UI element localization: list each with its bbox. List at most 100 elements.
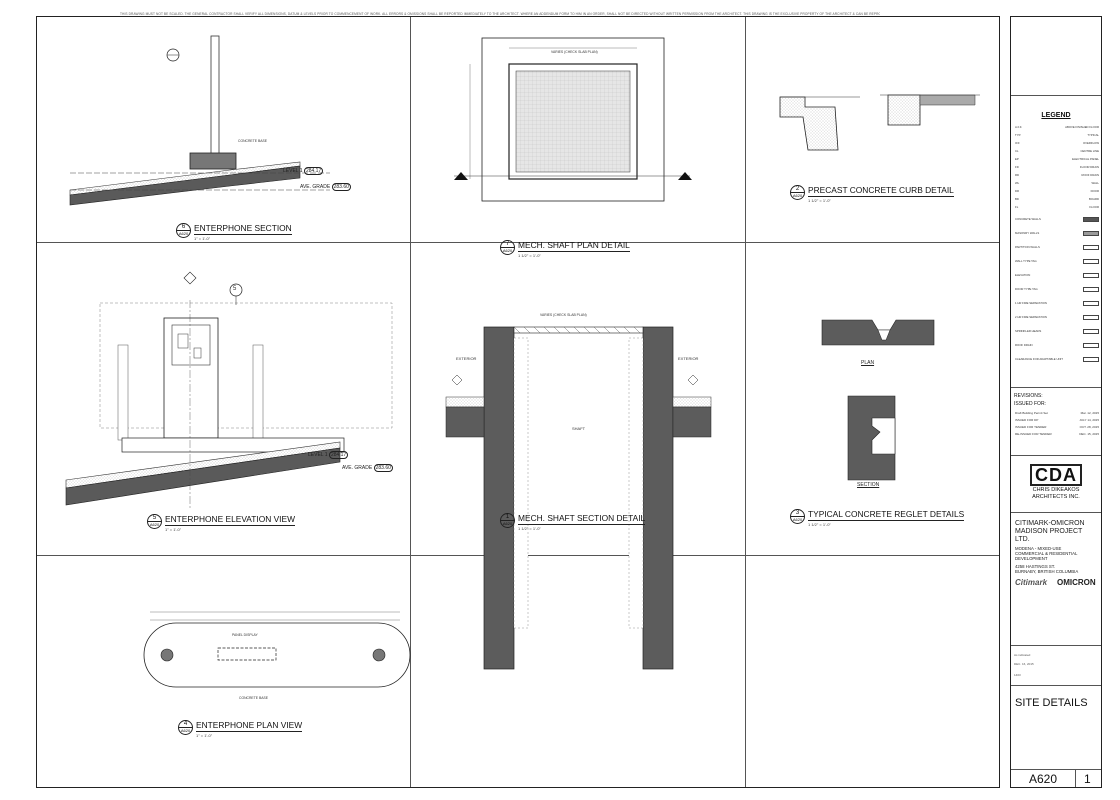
grid-divider (410, 17, 411, 787)
firm-logo: CDA (1011, 464, 1101, 486)
legend-meaning: ELECTRICAL PANEL (1072, 157, 1099, 161)
job-number: 1403 (1014, 673, 1021, 677)
legend-symbol-label: ROOF DRAIN (1015, 343, 1033, 347)
enterphone-plan-drawing (143, 611, 411, 688)
legend-swatch (1083, 315, 1099, 320)
legend-swatch (1083, 217, 1099, 222)
reglet-details-drawing (821, 319, 935, 481)
varies-label: VARIES (CHECK SLAB PLAN) (540, 313, 587, 317)
legend-swatch (1083, 231, 1099, 236)
legend-symbol-label: PARTITION WALLS (1015, 245, 1040, 249)
project-address-1: 4258 HASTINGS ST. (1015, 564, 1056, 569)
revision-number: 1 (1084, 772, 1091, 786)
varies-label: VARIES (CHECK SLAB PLAN) (551, 50, 598, 54)
legend-symbol-row: ELEVATION (1015, 273, 1099, 278)
legend-meaning: ABOVE FINISHED FLOOR (1065, 125, 1099, 129)
level-1-label: LEVEL 1 284.17 (283, 167, 324, 175)
drawings-canvas (65, 35, 980, 688)
level-1-label: LEVEL 1 284.17 (308, 451, 349, 459)
legend-meaning: FLOOR (1089, 205, 1099, 209)
legend-meaning: CENTRE LINE (1080, 149, 1100, 153)
ave-grade-label: AVE. GRADE 283.60 (300, 183, 351, 191)
sheet-number: A620 (1029, 772, 1058, 786)
exterior-left-label: EXTERIOR (456, 356, 477, 361)
legend-symbol-label: MASONRY WALLS (1015, 231, 1040, 235)
general-notes: THIS DRAWING MUST NOT BE SCALED. THE GEN… (120, 12, 880, 16)
tb-divider (1011, 645, 1101, 646)
enterphone-elevation-drawing (65, 271, 393, 510)
legend-symbol-row: 1 HR FIRE SEPARATION (1015, 301, 1099, 306)
grid-divider (745, 17, 746, 787)
concrete-base-label: CONCRETE BASE (239, 696, 269, 700)
project-name-2: MADISON PROJECT (1015, 528, 1083, 535)
revision-date: DEC. 15, 2015 (1079, 432, 1099, 436)
legend-abbrev: FD (1015, 165, 1019, 169)
legend-abbrev: BD (1015, 197, 1019, 201)
tb-divider (1075, 769, 1076, 787)
legend-abbrev: RD (1015, 173, 1020, 177)
project-desc-2: COMMERCIAL & RESIDENTIAL (1015, 551, 1078, 556)
firm-name-2: ARCHITECTS INC. (1032, 494, 1080, 500)
legend-symbol-row: ROOF DRAIN (1015, 343, 1099, 348)
revision-date: Mar. 12, 2015 (1080, 411, 1099, 415)
tb-divider (1011, 512, 1101, 513)
revision-desc: ISSUED FOR DP (1015, 418, 1039, 422)
legend-symbol-label: 2 HR FIRE SEPARATION (1015, 315, 1047, 319)
legend-symbol-label: WALL TYPE TAG (1015, 259, 1037, 263)
legend-abbrev: O/F (1015, 141, 1020, 145)
revisions-label: REVISIONS: (1014, 393, 1043, 399)
scale-value: As indicated (1014, 653, 1031, 657)
grid-5-label: 5 (233, 286, 237, 292)
legend-meaning: ROOF DRAIN (1081, 173, 1099, 177)
legend-swatch (1083, 329, 1099, 334)
legend-symbol-label: CONCRETE WALLS (1015, 217, 1041, 221)
legend-swatch (1083, 287, 1099, 292)
legend-symbol-row: CONCRETE WALLS (1015, 217, 1099, 222)
grid-divider (37, 242, 999, 243)
legend-abbrev: FL (1015, 205, 1019, 209)
project-name-3: LTD. (1015, 536, 1030, 543)
legend-row: FL FLOOR (1015, 205, 1099, 209)
legend-abbrev: A.F.F. (1015, 125, 1022, 129)
tb-divider (1011, 387, 1101, 388)
section-label: SECTION (857, 482, 880, 488)
legend-swatch (1083, 343, 1099, 348)
legend-symbol-row: SPRINKLER HEADS (1015, 329, 1099, 334)
revision-date: OCT. 28, 2015 (1079, 425, 1099, 429)
legend-symbol-label: SPRINKLER HEADS (1015, 329, 1042, 333)
legend-row: CL CENTRE LINE (1015, 149, 1099, 153)
legend-abbrev: EP (1015, 157, 1019, 161)
legend-swatch (1083, 245, 1099, 250)
project-name-1: CITIMARK-OMICRON (1015, 520, 1085, 527)
mech-shaft-plan-drawing (454, 37, 692, 202)
legend-row: TYP.TYPICAL (1015, 133, 1099, 137)
tb-divider (1011, 455, 1101, 456)
legend-symbol-row: PARTITION WALLS (1015, 245, 1099, 250)
legend-meaning: DOOR (1090, 189, 1099, 193)
legend-symbol-label: ELEVATION (1015, 273, 1031, 277)
legend-row: EP ELECTRICAL PANEL (1015, 157, 1099, 161)
panel-display-label: PANEL DISPLAY (232, 633, 258, 637)
shaft-label: SHAFT (572, 426, 586, 431)
legend-swatch (1083, 357, 1099, 362)
tb-divider (1011, 95, 1101, 96)
legend-row: A.F.F. ABOVE FINISHED FLOOR (1015, 125, 1099, 129)
tb-divider (1011, 769, 1101, 770)
legend-abbrev: CL (1015, 149, 1019, 153)
legend-row: RD ROOF DRAIN (1015, 173, 1099, 177)
